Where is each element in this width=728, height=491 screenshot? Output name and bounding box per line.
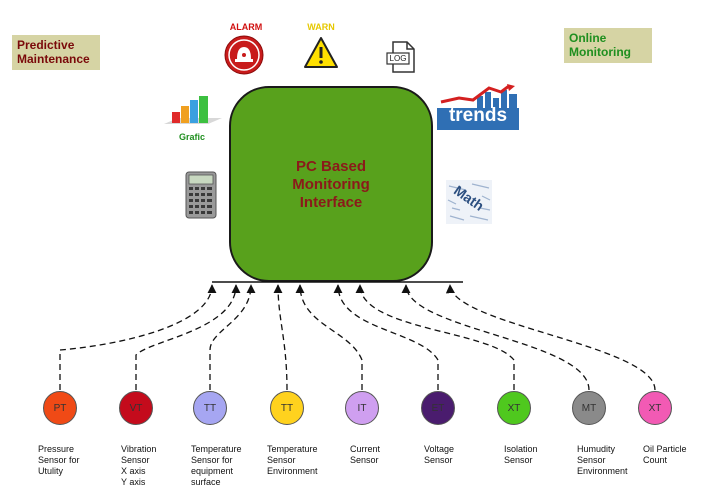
vibration-sensor-node: VT	[119, 391, 153, 425]
math-word-cloud-icon	[446, 180, 492, 224]
temperature-surface-sensor-caption: Temperature Sensor for equipment surface	[191, 444, 242, 487]
temperature-environment-sensor-node: TT	[270, 391, 304, 425]
predictive-maintenance-label: Predictive Maintenance	[12, 35, 100, 70]
alarm-label: ALARM	[229, 22, 263, 32]
isolation-sensor-node: XT	[497, 391, 531, 425]
pressure-sensor-caption: Pressure Sensor for Utulity	[38, 444, 80, 476]
wire-xt-oil	[445, 284, 656, 391]
trends-label: trends	[448, 105, 508, 126]
wire-tt-surface	[209, 284, 256, 390]
isolation-sensor-caption: Isolation Sensor	[504, 444, 538, 465]
wire-mt	[401, 284, 590, 391]
trends-icon	[437, 84, 519, 130]
wire-vt	[135, 284, 241, 390]
warning-icon	[304, 37, 338, 68]
pressure-sensor-node: PT	[43, 391, 77, 425]
temperature-surface-sensor-node: TT	[193, 391, 227, 425]
wire-et	[333, 284, 439, 390]
wire-it	[295, 284, 363, 390]
oil-particle-sensor-node: XT	[638, 391, 672, 425]
pc-monitoring-interface-box: PC Based Monitoring Interface	[229, 86, 433, 282]
wire-xt-isolation	[355, 284, 515, 390]
voltage-sensor-caption: Voltage Sensor	[424, 444, 455, 465]
bar-chart-icon	[164, 96, 222, 124]
log-file-icon	[386, 41, 415, 73]
log-label: LOG	[389, 54, 407, 63]
wire-pt	[59, 284, 217, 390]
alarm-icon	[224, 35, 264, 75]
temperature-environment-sensor-caption: Temperature Sensor Environment	[267, 444, 318, 476]
current-sensor-node: IT	[345, 391, 379, 425]
warn-label: WARN	[307, 22, 335, 32]
oil-particle-sensor-caption: Oil Particle Count	[643, 444, 687, 465]
voltage-sensor-node: ET	[421, 391, 455, 425]
vibration-sensor-caption: Vibration Sensor X axis Y axis	[121, 444, 157, 487]
online-monitoring-label: Online Monitoring	[564, 28, 652, 63]
humidity-sensor-node: MT	[572, 391, 606, 425]
humidity-sensor-caption: Humudity Sensor Environment	[577, 444, 628, 476]
wire-tt-environment	[273, 284, 288, 391]
pc-monitoring-interface-title: PC Based Monitoring Interface	[292, 158, 370, 211]
calculator-icon	[185, 171, 217, 219]
current-sensor-caption: Current Sensor	[350, 444, 381, 465]
grafic-label: Grafic	[178, 132, 205, 142]
